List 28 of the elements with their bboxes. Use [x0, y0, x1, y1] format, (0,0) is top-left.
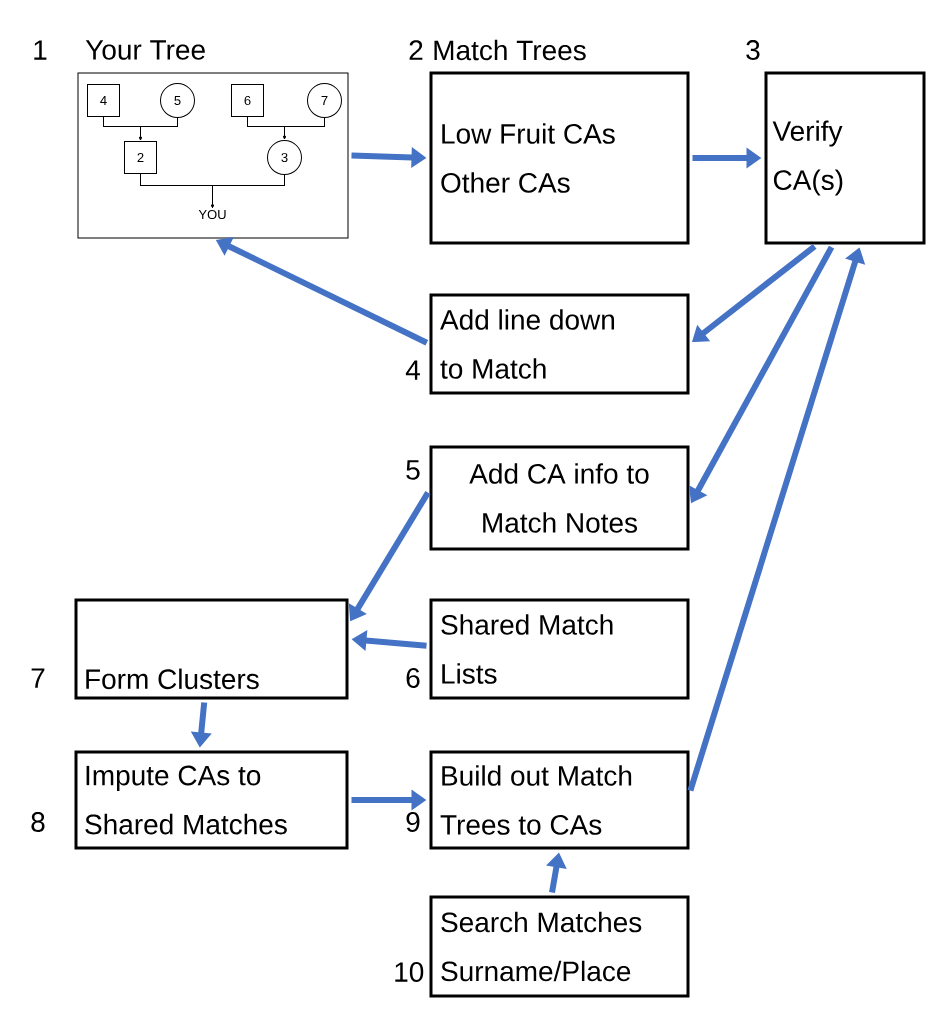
- you-label: YOU: [198, 209, 226, 220]
- process-box: Shared Match Lists: [429, 598, 690, 700]
- process-box: Add CA info to Match Notes: [429, 445, 690, 551]
- tree-connector: [283, 117, 325, 140]
- tree-connector: [211, 174, 285, 208]
- process-box: Impute CAs to Shared Matches: [74, 750, 349, 850]
- step-number: 3: [746, 40, 760, 60]
- step-number: 8: [31, 812, 45, 832]
- process-box: Low Fruit CAs Other CAs: [429, 71, 690, 245]
- step-number: 2: [409, 40, 423, 60]
- step-heading: Your Tree: [85, 40, 205, 60]
- step-number: 7: [31, 668, 45, 688]
- step-number: 1: [34, 40, 47, 60]
- step-number: 6: [406, 668, 420, 688]
- process-box: Add line down to Match: [429, 293, 690, 395]
- person-box: 2: [124, 141, 157, 174]
- step-number: 5: [406, 460, 420, 480]
- step-heading: Match Trees: [434, 39, 586, 61]
- person-box: 6: [231, 84, 264, 117]
- step-number: 10: [395, 962, 424, 982]
- step-number: 9: [406, 812, 420, 832]
- process-box: Search Matches Surname/Place: [429, 895, 690, 998]
- process-box: Form Clusters: [74, 598, 349, 700]
- process-box: Verify CA(s): [764, 71, 926, 245]
- person-box: 4: [87, 84, 120, 117]
- step-number: 4: [405, 360, 420, 380]
- process-box: Build out Match Trees to CAs: [429, 750, 690, 850]
- tree-connector: [139, 117, 178, 141]
